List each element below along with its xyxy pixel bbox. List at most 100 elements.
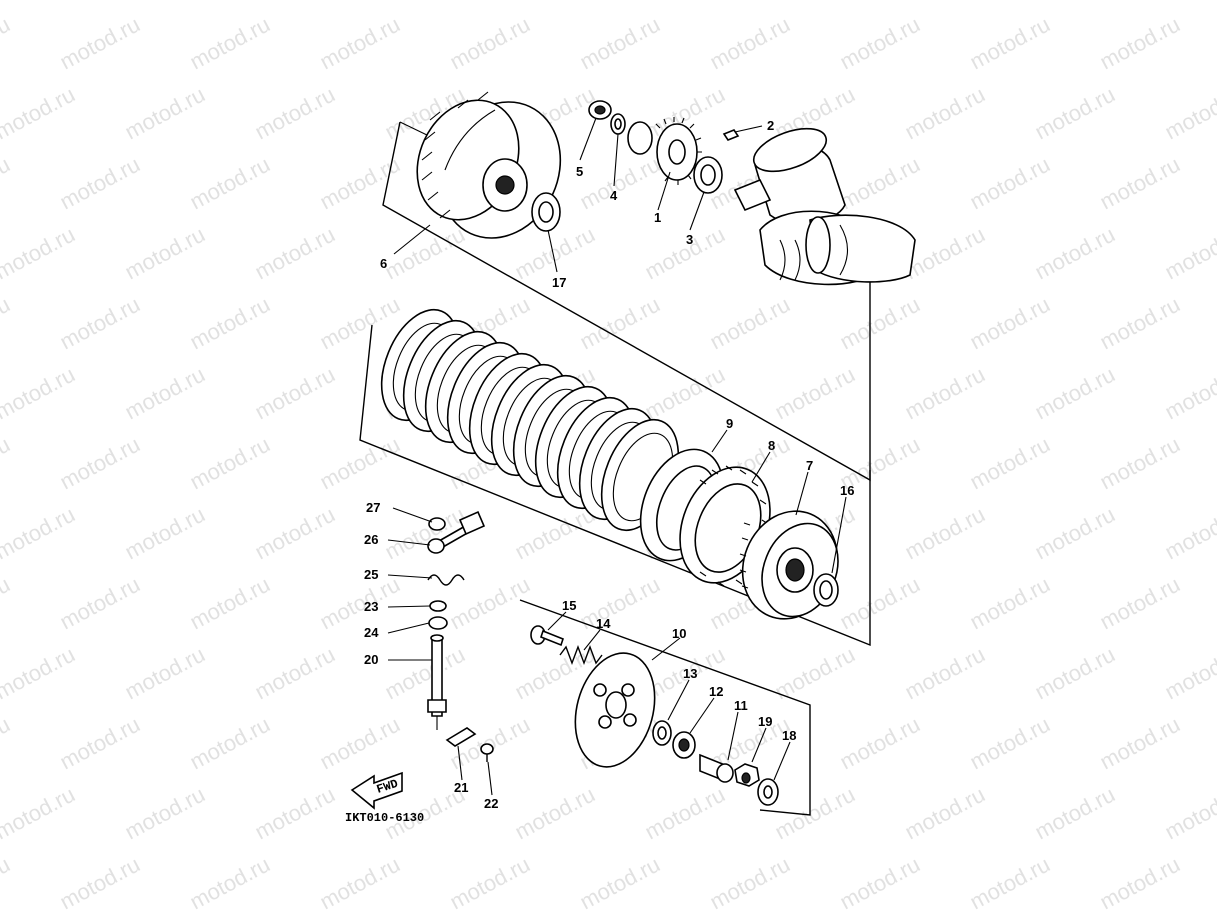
watermark-text: motod.ru bbox=[1031, 362, 1119, 425]
watermark-text: motod.ru bbox=[901, 782, 989, 845]
watermark-text: motod.ru bbox=[1096, 152, 1184, 215]
watermark-text: motod.ru bbox=[0, 152, 14, 215]
part-20-push-lever-shaft bbox=[427, 634, 447, 730]
watermark-text: motod.ru bbox=[901, 0, 989, 4]
fwd-direction-arrow-icon: FWD bbox=[350, 771, 403, 810]
callout-5: 5 bbox=[576, 164, 583, 179]
callout-18: 18 bbox=[782, 728, 796, 743]
watermark-text: motod.ru bbox=[0, 642, 79, 705]
callout-14: 14 bbox=[596, 616, 611, 631]
watermark-text: motod.ru bbox=[121, 782, 209, 845]
watermark-text: motod.ru bbox=[901, 502, 989, 565]
watermark-text: motod.ru bbox=[771, 362, 859, 425]
watermark-text: motod.ru bbox=[251, 502, 339, 565]
watermark-text: motod.ru bbox=[641, 782, 729, 845]
watermark-text: motod.ru bbox=[1161, 502, 1217, 565]
watermark-text: motod.ru bbox=[186, 152, 274, 215]
callout-26: 26 bbox=[364, 532, 378, 547]
watermark-text: motod.ru bbox=[576, 152, 664, 215]
callout-21: 21 bbox=[454, 780, 468, 795]
watermark-text: motod.ru bbox=[1161, 0, 1217, 4]
callout-labels: 5 4 1 3 2 6 17 9 8 7 16 10 14 15 13 12 1… bbox=[364, 118, 854, 811]
watermark-text: motod.ru bbox=[1096, 432, 1184, 495]
crankshaft-assembly bbox=[733, 127, 916, 286]
part-16-lock-washer bbox=[813, 573, 839, 607]
watermark-text: motod.ru bbox=[511, 502, 599, 565]
callout-13: 13 bbox=[683, 666, 697, 681]
callout-4: 4 bbox=[610, 188, 618, 203]
watermark-text: motod.ru bbox=[56, 852, 144, 913]
callout-12: 12 bbox=[709, 684, 723, 699]
watermark-text: motod.ru bbox=[446, 852, 534, 913]
part-24-oil-seal bbox=[428, 616, 448, 630]
watermark-text: motod.ru bbox=[511, 0, 599, 4]
watermark-text: motod.ru bbox=[836, 852, 924, 913]
watermark-text: motod.ru bbox=[186, 712, 274, 775]
watermark-text: motod.ru bbox=[381, 222, 469, 285]
watermark-text: motod.ru bbox=[706, 852, 794, 913]
watermark-text: motod.ru bbox=[966, 152, 1054, 215]
watermark-text: motod.ru bbox=[1031, 0, 1119, 4]
watermark-text: motod.ru bbox=[706, 12, 794, 75]
watermark-text: motod.ru bbox=[56, 712, 144, 775]
watermark-text: motod.ru bbox=[251, 642, 339, 705]
callout-11: 11 bbox=[734, 698, 748, 713]
part-13-washer bbox=[652, 720, 672, 746]
watermark-text: motod.ru bbox=[576, 12, 664, 75]
watermark-text: motod.ru bbox=[251, 782, 339, 845]
watermark-text: motod.ru bbox=[706, 292, 794, 355]
part-26-push-lever bbox=[427, 510, 486, 554]
part-15-bolt bbox=[530, 625, 564, 647]
watermark-text: motod.ru bbox=[56, 12, 144, 75]
watermark-text: motod.ru bbox=[966, 12, 1054, 75]
part-25-return-spring bbox=[427, 574, 465, 586]
watermark-text: motod.ru bbox=[0, 782, 79, 845]
callout-27: 27 bbox=[366, 500, 380, 515]
part-4-washer bbox=[610, 113, 626, 135]
watermark-text: motod.ru bbox=[186, 432, 274, 495]
watermark-text: motod.ru bbox=[316, 712, 404, 775]
watermark-text: motod.ru bbox=[186, 572, 274, 635]
watermark-text: motod.ru bbox=[0, 502, 79, 565]
watermark-text: motod.ru bbox=[1031, 222, 1119, 285]
watermark-text: motod.ru bbox=[836, 292, 924, 355]
watermark-text: motod.ru bbox=[1031, 502, 1119, 565]
watermark-text: motod.ru bbox=[0, 852, 14, 913]
callout-20: 20 bbox=[364, 652, 378, 667]
watermark-text: motod.ru bbox=[966, 572, 1054, 635]
part-3-washer bbox=[693, 156, 723, 194]
watermark-text: motod.ru bbox=[836, 12, 924, 75]
watermark-text: motod.ru bbox=[576, 852, 664, 913]
watermark-text: motod.ru bbox=[316, 572, 404, 635]
watermark-text: motod.ru bbox=[966, 712, 1054, 775]
watermark-text: motod.ru bbox=[836, 712, 924, 775]
watermark-text: motod.ru bbox=[1161, 782, 1217, 845]
watermark-text: motod.ru bbox=[186, 852, 274, 913]
callout-17: 17 bbox=[552, 275, 566, 290]
watermark-text: motod.ru bbox=[121, 502, 209, 565]
watermark-text: motod.ru bbox=[0, 712, 14, 775]
watermark-text: motod.ru bbox=[1161, 362, 1217, 425]
watermark-text: motod.ru bbox=[0, 82, 79, 145]
callout-9: 9 bbox=[726, 416, 733, 431]
watermark-text: motod.ru bbox=[251, 82, 339, 145]
callout-3: 3 bbox=[686, 232, 693, 247]
watermark-text: motod.ru bbox=[0, 12, 14, 75]
callout-22: 22 bbox=[484, 796, 498, 811]
part-5-nut bbox=[588, 100, 612, 120]
watermark-text: motod.ru bbox=[121, 82, 209, 145]
part-12-bearing bbox=[672, 731, 696, 759]
watermark-text: motod.ru bbox=[446, 12, 534, 75]
callout-2: 2 bbox=[767, 118, 774, 133]
callout-15: 15 bbox=[562, 598, 576, 613]
watermark-text: motod.ru bbox=[0, 292, 14, 355]
watermark-text: motod.ru bbox=[836, 572, 924, 635]
watermark-text: motod.ru bbox=[121, 222, 209, 285]
watermark-text: motod.ru bbox=[251, 222, 339, 285]
watermark-text: motod.ru bbox=[251, 0, 339, 4]
watermark-text: motod.ru bbox=[966, 292, 1054, 355]
watermark-text: motod.ru bbox=[966, 432, 1054, 495]
part-1-primary-drive-gear bbox=[627, 117, 702, 185]
callout-6: 6 bbox=[380, 256, 387, 271]
watermark-text: motod.ru bbox=[1096, 712, 1184, 775]
